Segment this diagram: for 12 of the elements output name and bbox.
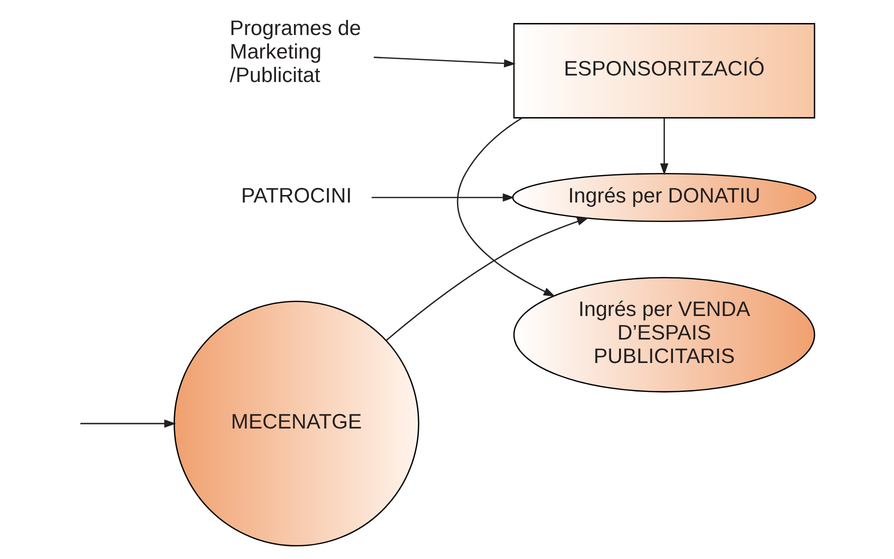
node-ellipse: Ingrés per DONATIU [512,172,816,222]
arrow [371,193,514,202]
node-text: PATROCINI [240,184,352,208]
node-box: ESPONSORITZACIÓ [512,23,815,118]
node-text: Programes de Marketing /Publicitat [229,17,361,88]
arrow [373,56,516,68]
arrow [660,118,668,176]
node-circle: MECENATGE [173,300,419,546]
arrow [80,419,176,428]
node-ellipse: Ingrés per VENDA D’ESPAIS PUBLICITARIS [512,276,815,392]
arrow [385,218,588,341]
arrow [456,117,555,297]
